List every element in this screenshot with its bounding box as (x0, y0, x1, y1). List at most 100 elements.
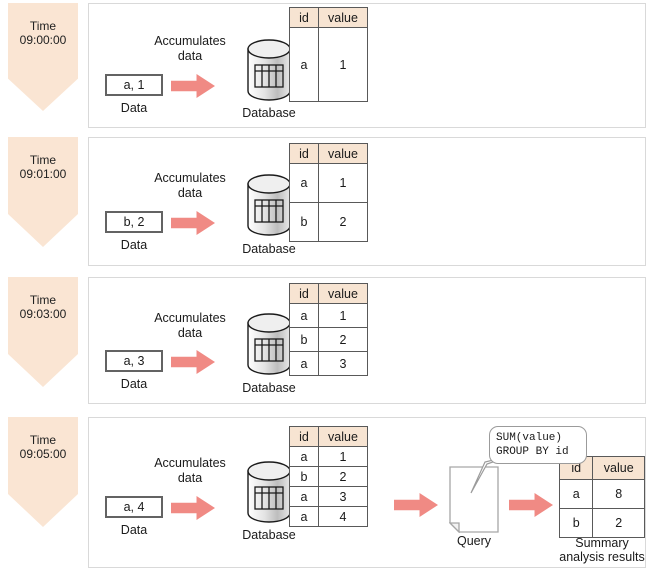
accumulates-label-1-line2: data (177, 49, 203, 63)
database-icon-3 (246, 313, 292, 375)
cell-id: a (289, 506, 319, 527)
time-marker-label-4: Time (29, 433, 57, 447)
table-header-row: id value (289, 143, 368, 164)
table-header-row: id value (289, 7, 368, 28)
time-marker-label-2: Time (29, 153, 57, 167)
cell-value: 4 (318, 506, 368, 527)
table-row: b 2 (289, 202, 368, 242)
database-table-4: id value a 1 b 2 a 3 a 4 (289, 426, 368, 527)
table-row: a 1 (289, 163, 368, 203)
time-marker-value-1: 09:00:00 (19, 33, 67, 47)
table-header-id: id (289, 7, 319, 28)
cell-value: 2 (318, 466, 368, 487)
table-header-value: value (592, 456, 645, 480)
timeline-row-1: Time 09:00:00 Accumulates data a, 1 Data (0, 0, 649, 132)
table-header-id: id (289, 143, 319, 164)
time-marker-value-4: 09:05:00 (19, 447, 67, 461)
summary-results-table: id value a 8 b 2 (558, 456, 645, 538)
accumulates-label-2-line2: data (177, 186, 203, 200)
cell-id: b (289, 466, 319, 487)
accumulates-label-3-line1: Accumulates (154, 311, 226, 325)
time-marker-label-1: Time (29, 19, 57, 33)
cell-value: 3 (318, 351, 368, 376)
accumulates-label-3: Accumulates data (135, 311, 245, 341)
table-row: a 3 (289, 351, 368, 376)
cell-value: 8 (592, 479, 645, 509)
accumulates-label-4: Accumulates data (135, 456, 245, 486)
stage-panel-3: Accumulates data a, 3 Data (88, 277, 646, 404)
stage-panel-1: Accumulates data a, 1 Data (88, 3, 646, 128)
accumulates-label-2: Accumulates data (135, 171, 245, 201)
accumulates-label-3-line2: data (177, 326, 203, 340)
timeline-row-4: Time 09:05:00 Accumulates data a, 4 Data (0, 417, 649, 571)
cell-id: a (289, 486, 319, 507)
table-header-id: id (289, 426, 319, 447)
cell-value: 2 (318, 202, 368, 242)
time-marker-4: Time 09:05:00 (8, 417, 78, 527)
incoming-data-box-2: b, 2 (105, 211, 163, 233)
database-table-2: id value a 1 b 2 (289, 143, 368, 242)
table-row: a 3 (289, 486, 368, 507)
cell-id: a (558, 479, 594, 509)
table-row: a 8 (558, 479, 645, 509)
database-caption-1: Database (242, 106, 296, 120)
stage-panel-4: Accumulates data a, 4 Data (88, 417, 646, 568)
summary-results-caption-line2: analysis results (559, 550, 645, 564)
query-document-icon (449, 466, 499, 533)
cell-id: b (558, 508, 594, 538)
accumulates-arrow-1 (171, 74, 215, 98)
table-row: a 1 (289, 446, 368, 467)
summary-results-caption: Summary analysis results (537, 536, 649, 564)
database-caption-3: Database (242, 381, 296, 395)
time-marker-3: Time 09:03:00 (8, 277, 78, 387)
table-header-row: id value (289, 283, 368, 304)
cell-value: 1 (318, 27, 368, 102)
cell-value: 2 (318, 327, 368, 352)
cell-id: b (289, 202, 319, 242)
table-row: b 2 (289, 466, 368, 487)
accumulates-label-4-line2: data (177, 471, 203, 485)
cell-id: a (289, 303, 319, 328)
cell-value: 3 (318, 486, 368, 507)
incoming-data-caption-3: Data (120, 377, 148, 391)
summarize-arrow (509, 493, 553, 517)
incoming-data-box-1: a, 1 (105, 74, 163, 96)
accumulates-arrow-3 (171, 350, 215, 374)
database-table-1: id value a 1 (289, 7, 368, 102)
table-row: b 2 (289, 327, 368, 352)
incoming-data-caption-1: Data (120, 101, 148, 115)
database-icon-1 (246, 39, 292, 101)
cell-value: 2 (592, 508, 645, 538)
stage-panel-2: Accumulates data b, 2 Data (88, 137, 646, 266)
cell-value: 1 (318, 303, 368, 328)
accumulates-label-1-line1: Accumulates (154, 34, 226, 48)
incoming-data-caption-4: Data (120, 523, 148, 537)
cell-id: a (289, 446, 319, 467)
time-marker-1: Time 09:00:00 (8, 3, 78, 111)
time-marker-2: Time 09:01:00 (8, 137, 78, 247)
query-text-line1: SUM(value) (496, 432, 563, 444)
accumulates-label-1: Accumulates data (135, 34, 245, 64)
time-marker-value-2: 09:01:00 (19, 167, 67, 181)
summary-results-caption-line1: Summary (575, 536, 629, 550)
table-header-value: value (318, 143, 368, 164)
table-row: a 4 (289, 506, 368, 527)
cell-id: a (289, 27, 319, 102)
time-marker-value-3: 09:03:00 (19, 307, 67, 321)
timeline-row-2: Time 09:01:00 Accumulates data b, 2 Data (0, 137, 649, 267)
table-header-row: id value (289, 426, 368, 447)
database-caption-2: Database (242, 242, 296, 256)
run-query-arrow (394, 493, 438, 517)
cell-id: b (289, 327, 319, 352)
table-header-value: value (318, 7, 368, 28)
query-caption: Query (456, 534, 492, 548)
accumulates-label-4-line1: Accumulates (154, 456, 226, 470)
cell-id: a (289, 351, 319, 376)
incoming-data-box-4: a, 4 (105, 496, 163, 518)
accumulates-label-2-line1: Accumulates (154, 171, 226, 185)
timeline-row-3: Time 09:03:00 Accumulates data a, 3 Data (0, 277, 649, 405)
incoming-data-box-3: a, 3 (105, 350, 163, 372)
table-header-id: id (289, 283, 319, 304)
table-row: a 1 (289, 27, 368, 102)
database-caption-4: Database (242, 528, 296, 542)
